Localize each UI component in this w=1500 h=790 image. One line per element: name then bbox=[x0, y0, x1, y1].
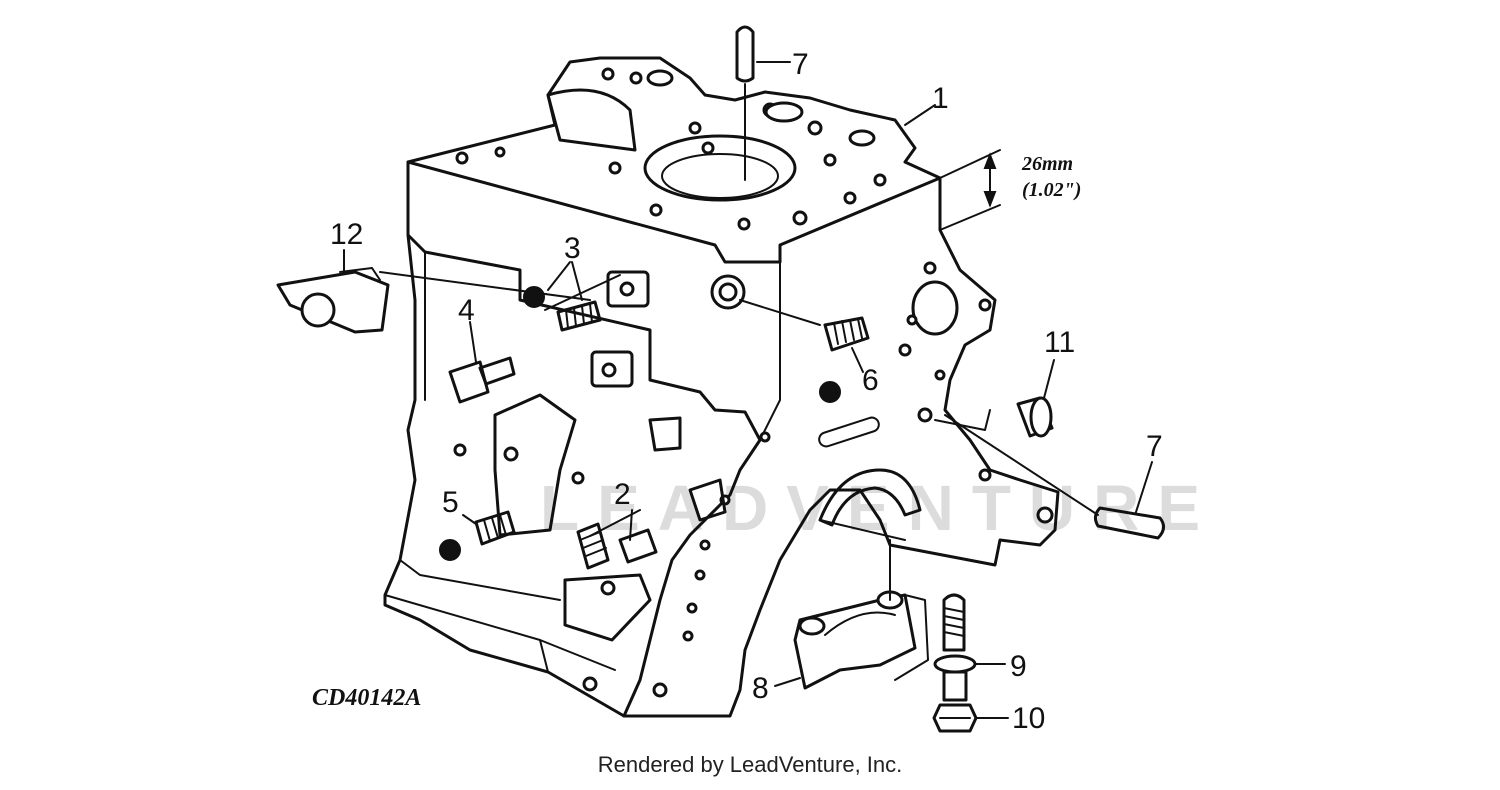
leader-lines bbox=[343, 61, 1153, 719]
piston-cooling-nozzle bbox=[276, 267, 390, 334]
callout-12: 12 bbox=[330, 218, 363, 251]
dimension-26mm: 26mm (1.02") bbox=[939, 149, 1081, 231]
plug-4 bbox=[448, 356, 516, 404]
callout-10: 10 bbox=[1012, 702, 1045, 735]
render-credit: Rendered by LeadVenture, Inc. bbox=[597, 752, 903, 777]
main-bearing-bolt bbox=[933, 593, 977, 702]
callout-8: 8 bbox=[752, 672, 769, 705]
dimension-imperial: (1.02") bbox=[1022, 179, 1081, 201]
dowel-pin-top bbox=[735, 25, 755, 83]
plug-6 bbox=[823, 316, 870, 352]
bolt-nut bbox=[932, 703, 978, 733]
callout-3: 3 bbox=[564, 232, 581, 265]
callout-labels: 1 2 3 4 5 6 7 7 8 9 10 11 12 bbox=[330, 48, 1163, 735]
callout-7-top: 7 bbox=[792, 48, 809, 81]
dimension-metric: 26mm bbox=[1021, 153, 1073, 175]
callout-11: 11 bbox=[1044, 326, 1075, 359]
plug-2b bbox=[618, 528, 658, 564]
callout-5: 5 bbox=[442, 486, 459, 519]
callout-7-right: 7 bbox=[1146, 430, 1163, 463]
figure-code: CD40142A bbox=[312, 685, 421, 711]
callout-9: 9 bbox=[1010, 650, 1027, 683]
plate-holes bbox=[582, 261, 1054, 698]
cylinder-block bbox=[383, 56, 1060, 718]
plug-3 bbox=[556, 300, 602, 332]
callout-2: 2 bbox=[614, 478, 631, 511]
callout-4: 4 bbox=[458, 294, 475, 327]
callout-1: 1 bbox=[932, 82, 949, 115]
callout-6: 6 bbox=[862, 364, 879, 397]
main-bearing-cap bbox=[793, 539, 929, 690]
deck-holes bbox=[455, 67, 887, 231]
plug-5 bbox=[474, 510, 516, 546]
bushing bbox=[1016, 396, 1054, 438]
